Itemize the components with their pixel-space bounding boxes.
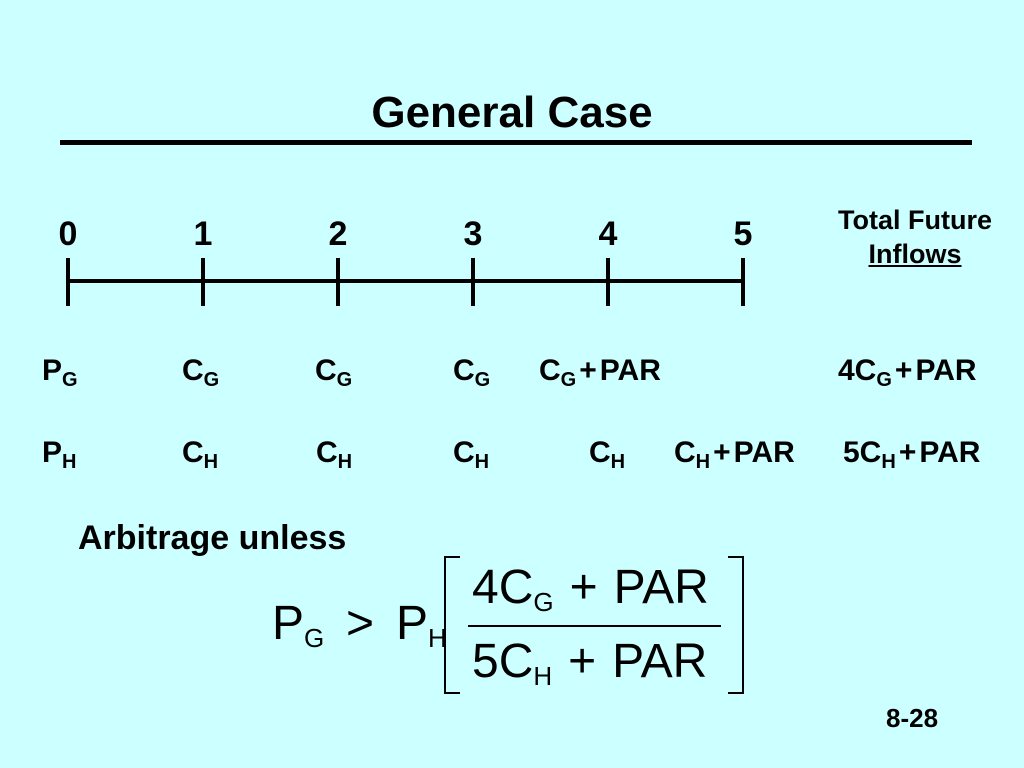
tick-label-2: 2 — [328, 215, 348, 253]
row-h-total: 5CH+PAR — [843, 436, 981, 473]
total-heading-line1: Total Future — [838, 205, 992, 235]
row-g-coupon-2: CG — [315, 354, 353, 391]
formula-greater-than: > — [346, 597, 375, 650]
timeline-tick-4 — [606, 258, 610, 306]
row-g-price: PG — [42, 354, 78, 391]
right-bracket — [728, 556, 744, 694]
arbitrage-label: Arbitrage unless — [78, 519, 347, 557]
timeline-axis — [68, 279, 744, 283]
formula-lhs: PG — [272, 597, 325, 653]
row-h-price: PH — [42, 436, 77, 473]
formula-denominator: 5CH+PAR — [472, 635, 708, 691]
row-g-coupon-4-par: CG+PAR — [539, 354, 661, 391]
left-bracket — [444, 556, 460, 694]
row-h-coupon-2: CH — [316, 436, 353, 473]
row-h-coupon-3: CH — [453, 436, 490, 473]
row-g-coupon-3: CG — [453, 354, 491, 391]
timeline-tick-1 — [201, 258, 205, 306]
row-g-coupon-1: CG — [182, 354, 220, 391]
formula-numerator: 4CG+PAR — [472, 561, 709, 617]
title-underline — [60, 140, 972, 145]
slide-title: General Case — [371, 88, 653, 137]
formula-rhs: PH — [396, 597, 447, 653]
row-h-coupon-1: CH — [182, 436, 219, 473]
tick-label-5: 5 — [733, 215, 753, 253]
total-heading-line2: Inflows — [868, 239, 962, 269]
tick-label-1: 1 — [193, 215, 213, 253]
tick-label-3: 3 — [463, 215, 483, 253]
row-h-coupon-5-par: CH+PAR — [674, 436, 795, 473]
tick-label-0: 0 — [58, 215, 78, 253]
row-g-total: 4CG+PAR — [838, 354, 977, 391]
total-future-inflows-heading: Total Future Inflows — [800, 203, 1024, 271]
timeline-tick-5 — [741, 258, 745, 306]
timeline-tick-0 — [66, 258, 70, 306]
fraction-bar — [468, 625, 721, 627]
row-h-coupon-4: CH — [589, 436, 626, 473]
slide-number: 8-28 — [886, 703, 939, 733]
timeline-tick-2 — [336, 258, 340, 306]
timeline-tick-3 — [471, 258, 475, 306]
tick-label-4: 4 — [598, 215, 618, 253]
